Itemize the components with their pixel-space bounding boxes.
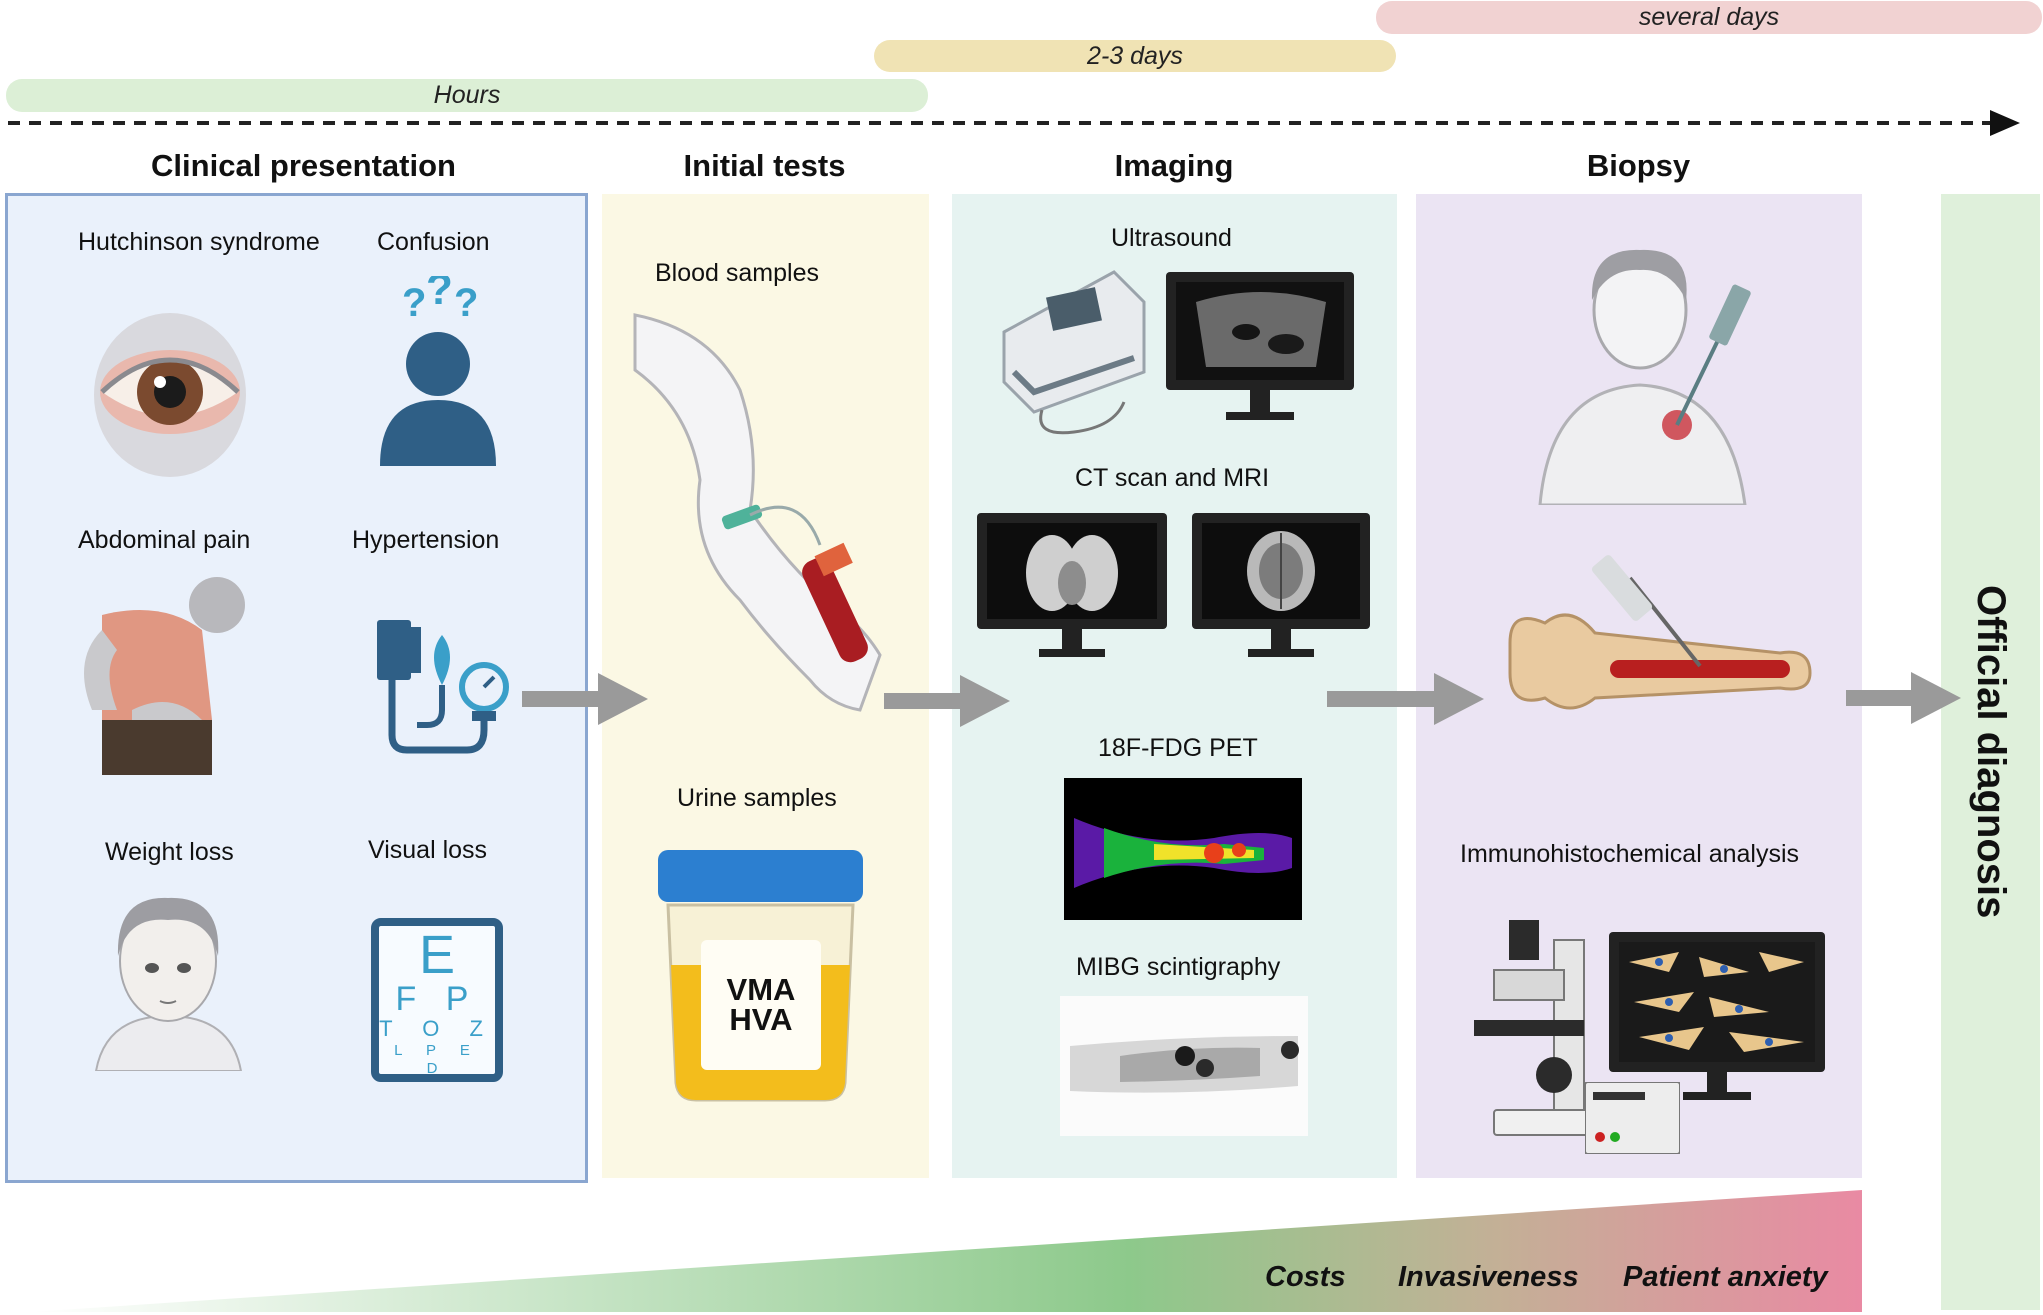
timeline-bar-hours: Hours <box>6 79 928 112</box>
header-biopsy: Biopsy <box>1586 148 1691 183</box>
label-invasiveness: Invasiveness <box>1398 1261 1579 1293</box>
urine-jar-icon <box>658 850 863 1102</box>
eye-chart-row-2: F P <box>395 980 479 1018</box>
microscope-icon <box>1474 920 1605 1136</box>
eye-icon <box>94 313 246 477</box>
label-abdominal-pain: Abdominal pain <box>78 526 251 554</box>
label-costs: Costs <box>1265 1261 1346 1293</box>
arrow-initial-to-imaging <box>884 675 1010 727</box>
label-pet: 18F-FDG PET <box>1098 734 1258 762</box>
label-ct-mri: CT scan and MRI <box>1075 464 1270 492</box>
jar-label-hva: HVA <box>729 1002 793 1037</box>
arrow-biopsy-to-diagnosis <box>1846 672 1961 724</box>
abdominal-pain-person-icon <box>84 577 245 775</box>
panel-outcome <box>1941 194 2040 1310</box>
eye-chart-row-4: L P E D <box>394 1042 480 1077</box>
svg-text:?: ? <box>402 281 426 325</box>
timeline-label: Hours <box>433 81 501 109</box>
mri-monitor-icon <box>1192 513 1370 657</box>
label-blood-samples: Blood samples <box>655 259 819 287</box>
arrow-imaging-to-biopsy <box>1327 673 1484 725</box>
jar-label: VMA HVA <box>701 972 821 1037</box>
timeline-label: 2-3 days <box>1087 41 1183 70</box>
thin-child-face-icon <box>94 897 243 1071</box>
eye-chart-icon: E F P T O Z L P E D <box>371 918 503 1082</box>
label-hutchinson: Hutchinson syndrome <box>78 228 320 256</box>
blood-pressure-monitor-icon <box>377 620 509 754</box>
eye-chart-row-3: T O Z <box>379 1016 495 1041</box>
ultrasound-monitor-icon <box>1166 272 1354 420</box>
eye-chart-row-1: E <box>418 925 456 985</box>
label-visual-loss: Visual loss <box>368 836 488 864</box>
timeline-bar-2-3-days: 2-3 days <box>874 40 1396 72</box>
time-arrow <box>8 110 2020 136</box>
label-ultrasound: Ultrasound <box>1111 224 1232 252</box>
arrow-clinical-to-initial <box>522 673 648 725</box>
timeline-label: several days <box>1638 3 1780 31</box>
header-clinical: Clinical presentation <box>151 148 456 183</box>
label-hypertension: Hypertension <box>352 526 500 554</box>
mibg-scintigraphy-image <box>1060 996 1308 1136</box>
patient-needle-biopsy-icon <box>1538 249 1751 505</box>
label-weight-loss: Weight loss <box>105 838 234 866</box>
label-confusion: Confusion <box>377 228 490 256</box>
escalation-gradient-wedge <box>30 1190 1862 1312</box>
label-patient-anxiety: Patient anxiety <box>1623 1261 1828 1293</box>
bone-marrow-aspirate-icon <box>1508 555 1812 710</box>
label-ihc: Immunohistochemical analysis <box>1460 840 1800 868</box>
label-urine-samples: Urine samples <box>677 784 837 812</box>
pet-image <box>1064 778 1302 920</box>
ihc-monitor-icon <box>1609 932 1825 1100</box>
ultrasound-device-icon <box>1002 270 1146 435</box>
confused-person-icon: ? ? ? <box>380 276 496 466</box>
arm-blood-draw-icon <box>633 313 882 712</box>
official-diagnosis-label: Official diagnosis <box>1969 585 2013 919</box>
jar-label-vma: VMA <box>726 972 796 1007</box>
svg-text:?: ? <box>454 281 478 325</box>
svg-text:?: ? <box>426 276 453 314</box>
timeline-bar-several-days: several days <box>1376 1 2042 34</box>
label-mibg: MIBG scintigraphy <box>1076 953 1281 981</box>
header-imaging: Imaging <box>1114 148 1234 183</box>
header-initial: Initial tests <box>683 148 846 183</box>
ct-monitor-icon <box>977 513 1167 657</box>
control-box-icon <box>1585 1082 1680 1154</box>
